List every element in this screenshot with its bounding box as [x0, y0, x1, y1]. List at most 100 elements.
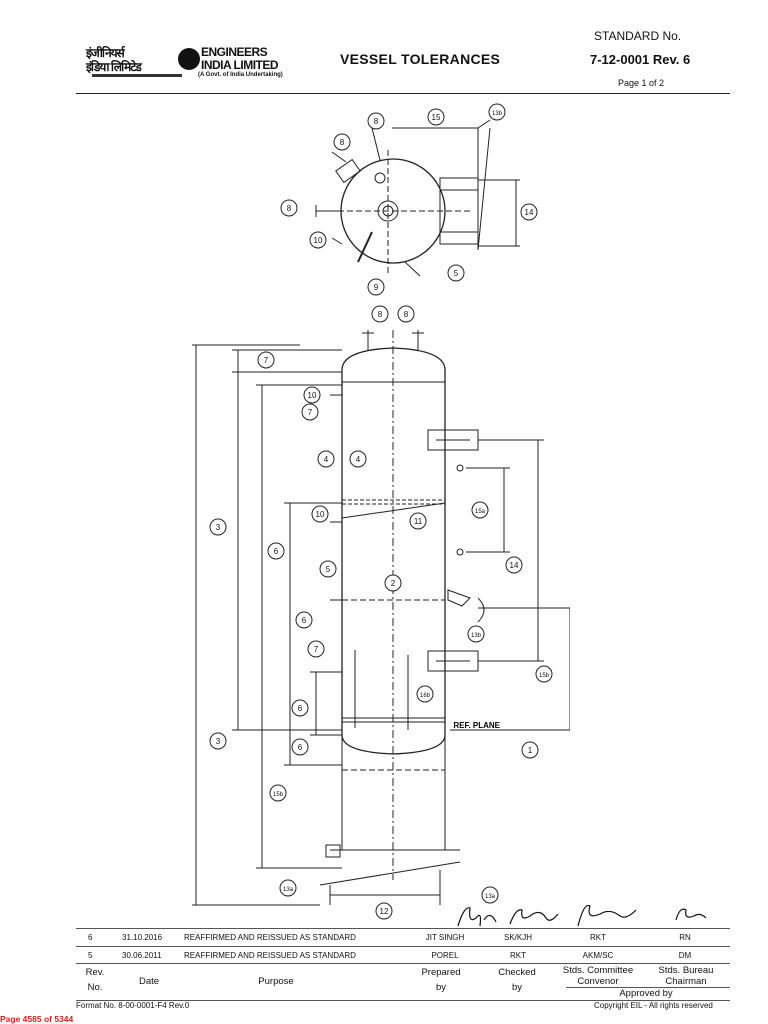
callout-label: 10	[314, 236, 323, 245]
callout-label: 10	[316, 510, 325, 519]
callout-label: 3	[216, 523, 221, 532]
plan-view-callout: 13b	[488, 103, 506, 121]
header-date: Date	[138, 976, 160, 987]
callout-label: 15b	[273, 792, 284, 798]
header-checked-2: by	[511, 982, 523, 993]
elevation-callout: 15b	[535, 665, 553, 683]
plan-view-callout: 5	[447, 264, 465, 282]
signatures	[457, 904, 707, 927]
revision-table: 6 31.10.2016 REAFFIRMED AND REISSUED AS …	[76, 928, 730, 964]
page-indicator: Page 1 of 2	[618, 78, 665, 88]
document-title: VESSEL TOLERANCES	[340, 51, 501, 67]
callout-label: 8	[340, 138, 345, 147]
logo-text-line-1: ENGINEERS	[201, 45, 268, 59]
plan-view-callout: 14	[520, 203, 538, 221]
plan-view-callout: 8	[333, 133, 351, 151]
standard-number: 7-12-0001 Rev. 6	[590, 52, 691, 67]
header-purpose: Purpose	[258, 976, 294, 987]
callout-label: 8	[374, 117, 379, 126]
elevation-callout: 1	[521, 741, 539, 759]
elevation-callout: 4	[317, 450, 335, 468]
callout-label: 6	[302, 616, 307, 625]
elevation-callout: 6	[267, 542, 285, 560]
rev-convenor: AKM/SC	[556, 946, 640, 964]
elevation-callout: 15a	[471, 501, 489, 519]
elevation-callout: 11	[409, 512, 427, 530]
rev-convenor: RKT	[556, 928, 640, 947]
signature-checked	[509, 909, 559, 925]
rev-chairman: DM	[640, 946, 730, 964]
rev-chairman: RN	[640, 928, 730, 947]
elevation-callout: 7	[257, 351, 275, 369]
callout-label: 5	[326, 565, 331, 574]
plan-view-callout: 10	[309, 231, 327, 249]
elevation-callout: 14	[505, 556, 523, 574]
rev-purpose: REAFFIRMED AND REISSUED AS STANDARD	[184, 928, 410, 947]
callout-label: 14	[525, 208, 534, 217]
format-number: Format No. 8-00-0001-F4 Rev.0	[76, 1001, 190, 1010]
callout-label: 6	[298, 704, 303, 713]
elevation-callout: 7	[307, 640, 325, 658]
elevation-callout: 10	[311, 505, 329, 523]
header-rule	[76, 93, 730, 94]
elevation-callout: 3	[209, 732, 227, 750]
table-row: 5 30.06.2011 REAFFIRMED AND REISSUED AS …	[76, 946, 730, 964]
header-rev-no-2: No.	[87, 982, 103, 993]
callout-label: 3	[216, 737, 221, 746]
header-chairman-1: Stds. Bureau	[658, 965, 714, 976]
elevation-callout: 13a	[279, 879, 297, 897]
elevation-callout: 15b	[269, 784, 287, 802]
logo-emblem-icon	[178, 48, 200, 70]
callout-label: 14	[510, 561, 519, 570]
callout-label: 6	[274, 547, 279, 556]
rev-number: 6	[76, 928, 122, 947]
elevation-callout: 5	[319, 560, 337, 578]
callout-label: 4	[324, 455, 329, 464]
elevation-callout: 13b	[467, 625, 485, 643]
elevation-callout: 16b	[416, 685, 434, 703]
rev-purpose: REAFFIRMED AND REISSUED AS STANDARD	[184, 946, 410, 964]
callout-label: 5	[454, 269, 459, 278]
logo-hindi-underline	[92, 74, 182, 77]
callout-label: 8	[378, 310, 383, 319]
rev-prepared: POREL	[410, 946, 480, 964]
callout-label: 12	[380, 907, 389, 916]
rev-prepared: JIT SINGH	[410, 928, 480, 947]
callout-label: 10	[308, 391, 317, 400]
callout-label: 7	[308, 408, 313, 417]
header-chairman-2: Chairman	[665, 976, 707, 987]
logo-hindi-line-1: इंजीनियर्स	[86, 46, 125, 60]
elevation-callout: 12	[375, 902, 393, 920]
callout-label: 13a	[283, 887, 294, 893]
callout-label: 15b	[539, 673, 550, 679]
page-badge: Page 4585 of 5344	[0, 1014, 74, 1024]
header-convenor-1: Stds. Committee	[562, 965, 634, 976]
header-rev-no-1: Rev.	[85, 967, 105, 978]
header-checked-1: Checked	[498, 967, 536, 978]
rev-date: 31.10.2016	[122, 928, 184, 947]
signature-prepared	[457, 907, 497, 927]
callout-label: 16b	[420, 693, 431, 699]
elevation-callout: 2	[384, 574, 402, 592]
callout-label: 13b	[492, 111, 503, 117]
copyright: Copyright EIL - All rights reserved	[594, 1001, 713, 1010]
callout-label: 7	[314, 645, 319, 654]
elevation-callout: 8	[371, 305, 389, 323]
callout-label: 9	[374, 283, 379, 292]
elevation-callout: 7	[301, 403, 319, 421]
ref-plane-label: REF. PLANE	[453, 721, 500, 730]
table-row: 6 31.10.2016 REAFFIRMED AND REISSUED AS …	[76, 928, 730, 947]
callout-label: 6	[298, 743, 303, 752]
elevation-callout: 6	[291, 738, 309, 756]
logo-subtext: (A Govt. of India Undertaking)	[198, 72, 283, 78]
callout-label: 8	[287, 204, 292, 213]
callout-label: 13a	[485, 894, 496, 900]
rev-number: 5	[76, 946, 122, 964]
elevation-callout: 6	[295, 611, 313, 629]
plan-view-callout: 9	[367, 278, 385, 296]
logo-hindi-line-2: इंडिया लिमिटेड	[86, 60, 142, 74]
logo-text-line-2: INDIA LIMITED	[201, 58, 279, 72]
table-header-row: Rev. No. Date Purpose Prepared by Checke…	[76, 963, 730, 1001]
elevation-callout: 3	[209, 518, 227, 536]
